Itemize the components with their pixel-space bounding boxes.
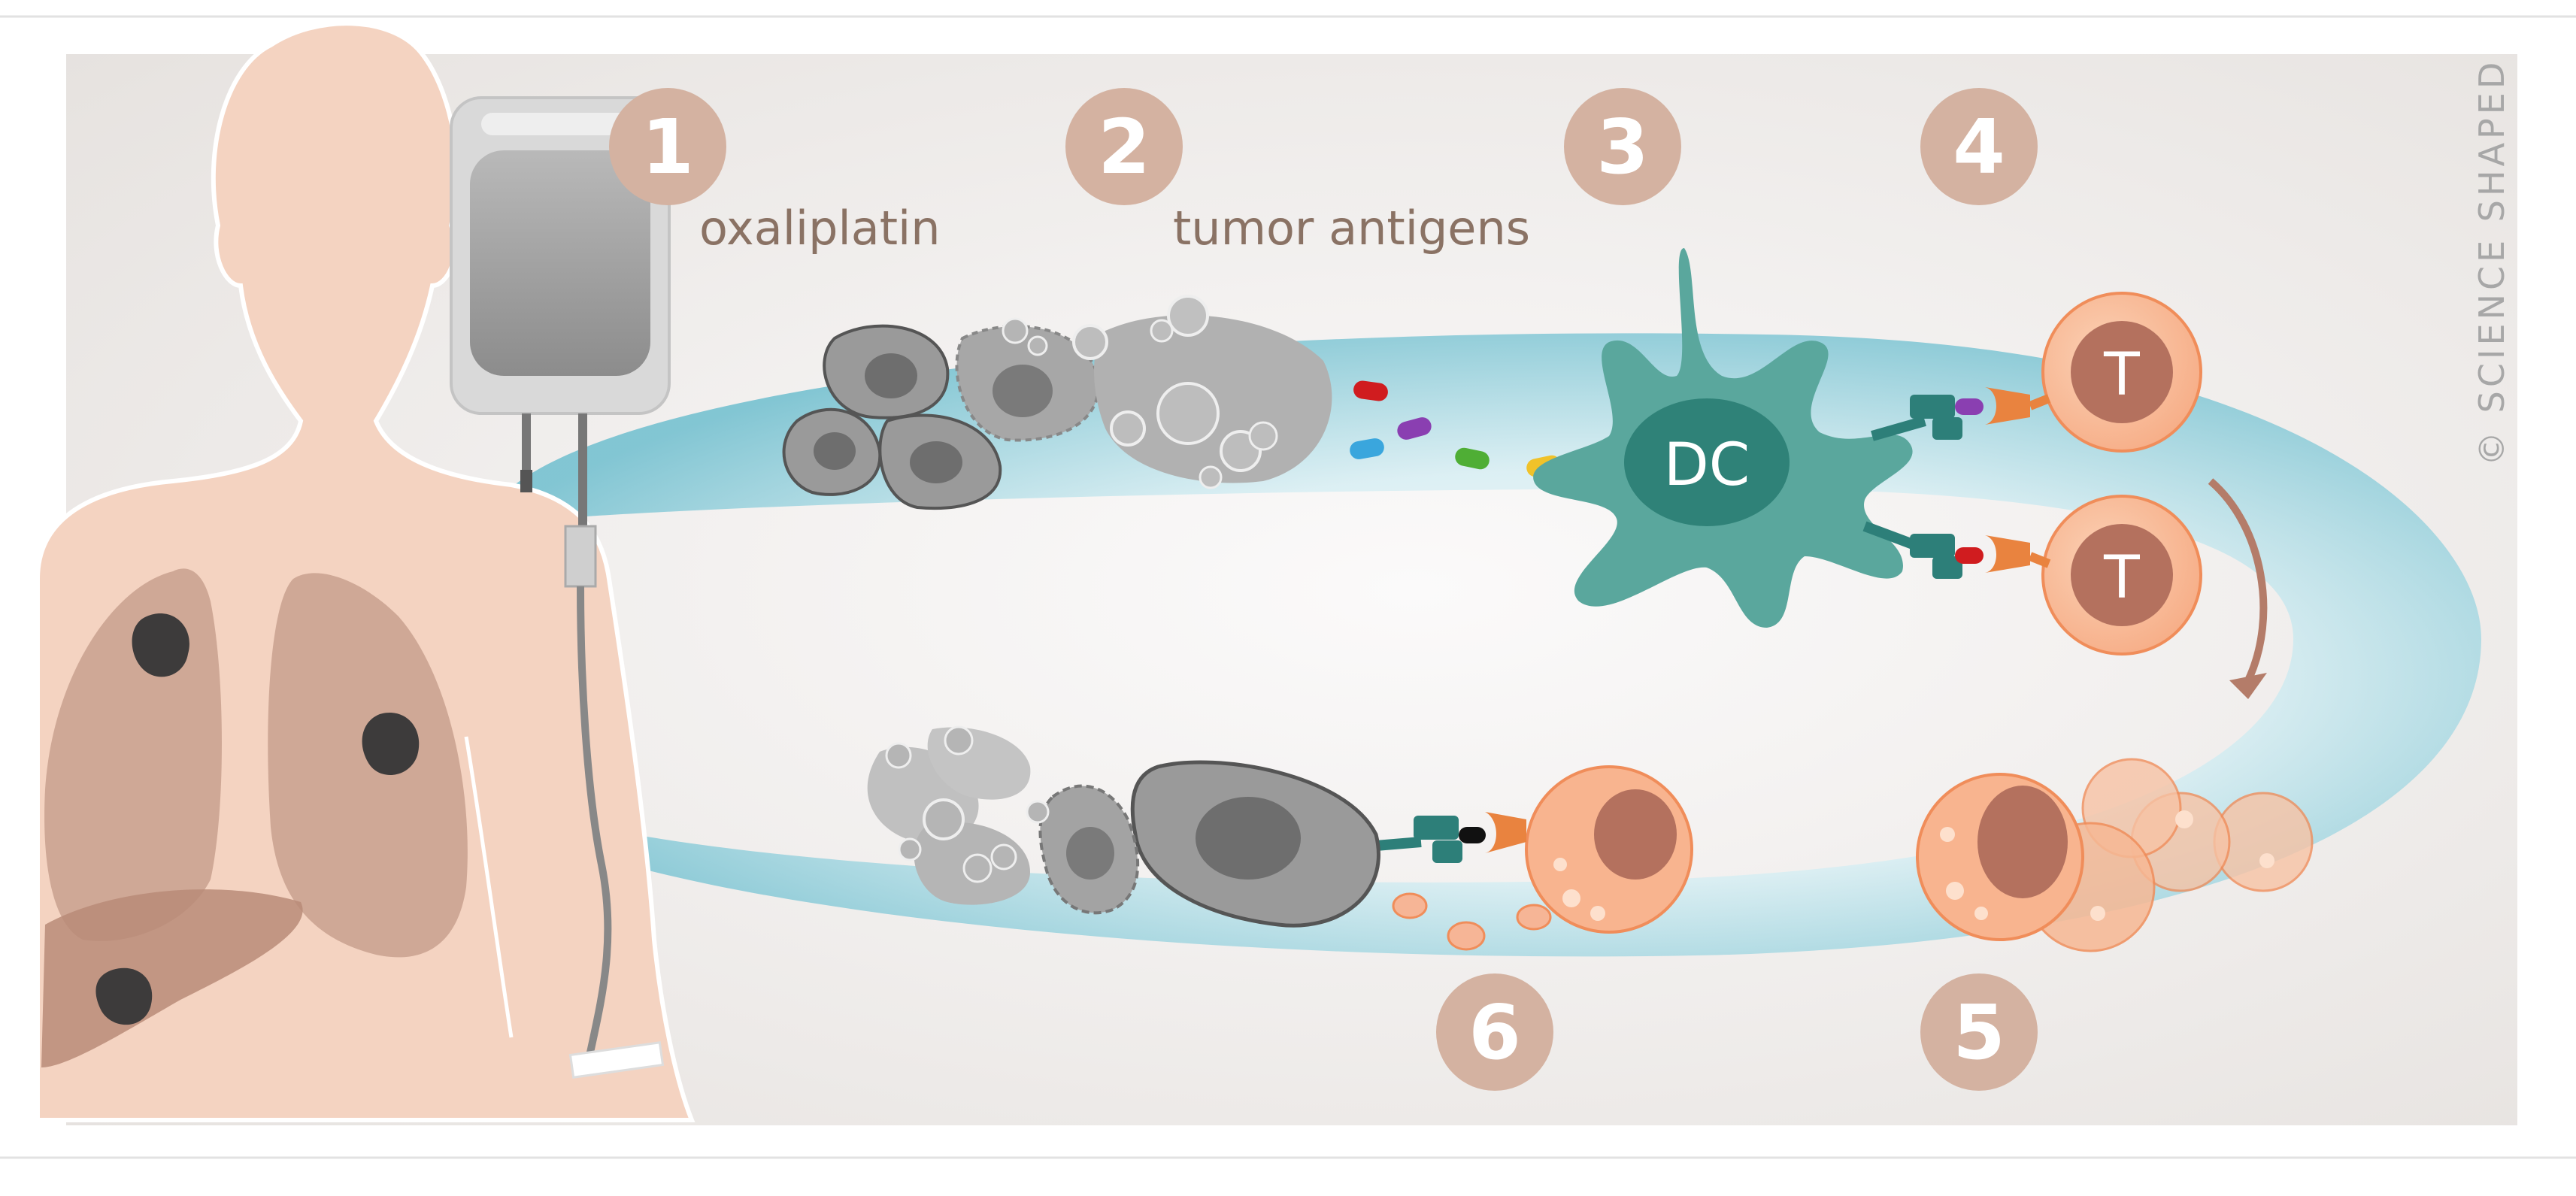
science-shaped-credit: © SCIENCE SHAPED [2471, 59, 2512, 466]
antigen-green [1455, 447, 1490, 470]
step-badge-4: 4 [1920, 88, 2038, 205]
granzyme-granules [1392, 892, 1552, 951]
step-label-tumor-antigens: tumor antigens [1173, 201, 1530, 256]
step-number-1: 1 [641, 103, 694, 191]
tumor-cells-target-bottom [867, 725, 1380, 928]
dendritic-cell: DC [1533, 248, 1913, 628]
step-number-4: 4 [1953, 103, 2005, 191]
tumor-cells-dying-top [782, 295, 1332, 510]
mhc-tcr-lower [1862, 521, 2051, 579]
step-badge-1: 1 [609, 88, 726, 205]
cytotoxic-t-cell [1525, 765, 1693, 934]
t-cell-lower: T [2041, 495, 2202, 656]
step-badge-5: 5 [1920, 973, 2038, 1091]
mhc-tcr-killing [1375, 812, 1526, 863]
t-cell-upper-label: T [2103, 341, 2140, 409]
mhc-tcr-upper [1871, 387, 2051, 441]
antigen-red [1353, 380, 1388, 401]
t-cell-upper: T [2041, 292, 2202, 453]
step-label-oxaliplatin: oxaliplatin [699, 201, 941, 256]
dc-label: DC [1664, 431, 1750, 499]
antigen-purple [1397, 417, 1432, 440]
step-badge-2: 2 [1065, 88, 1183, 205]
metastases [95, 613, 420, 1025]
antigen-blue [1350, 438, 1384, 459]
proliferation-arrow [2208, 478, 2268, 699]
liver [41, 889, 303, 1067]
step-number-3: 3 [1596, 103, 1649, 191]
step-badge-3: 3 [1564, 88, 1681, 205]
step-number-6: 6 [1468, 989, 1521, 1076]
t-cell-lower-label: T [2103, 544, 2140, 612]
step-number-2: 2 [1098, 103, 1150, 191]
t-cell-clones [1916, 758, 2314, 952]
iv-bag [450, 96, 671, 1079]
step-badge-6: 6 [1436, 973, 1553, 1091]
step-number-5: 5 [1953, 989, 2005, 1076]
